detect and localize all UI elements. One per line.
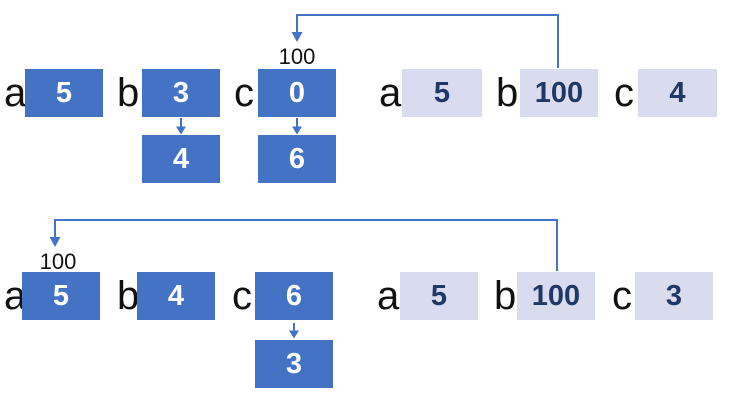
bottom-before-box-b: 4 — [137, 272, 215, 320]
bottom-before-label-b: b — [117, 273, 140, 318]
bottom-temp-value-annotation: 100 — [39, 249, 77, 274]
top-before-box-c-new: 6 — [258, 135, 336, 183]
top-temp-value-annotation: 100 — [278, 44, 316, 69]
top-before-box-a: 5 — [25, 69, 103, 117]
top-before-box-c: 0 — [258, 69, 336, 117]
top-after-label-b: b — [496, 70, 519, 115]
assign-arrow-top-c — [292, 118, 302, 135]
top-before-box-b: 3 — [142, 69, 220, 117]
bottom-after-box-c: 3 — [635, 272, 713, 320]
swap-arrow-bottom — [49, 219, 558, 271]
bottom-before-label-c: c — [232, 273, 252, 318]
swap-arrow-top — [291, 14, 559, 68]
top-after-box-b: 100 — [520, 69, 598, 117]
top-after-label-a: a — [379, 70, 402, 115]
bottom-before-box-c-new: 3 — [255, 340, 333, 388]
top-before-box-b-new: 4 — [142, 135, 220, 183]
top-after-box-a: 5 — [402, 69, 482, 117]
bottom-before-box-c: 6 — [255, 272, 333, 320]
top-after-box-c: 4 — [638, 69, 717, 117]
bottom-before-box-a: 5 — [22, 272, 100, 320]
bottom-after-box-b: 100 — [517, 272, 595, 320]
bottom-before-label-a: a — [4, 273, 27, 318]
top-before-label-c: c — [234, 70, 254, 115]
top-before-label-a: a — [4, 70, 27, 115]
bottom-after-label-b: b — [494, 273, 517, 318]
assign-arrow-top-b — [176, 118, 186, 135]
bottom-after-box-a: 5 — [400, 272, 478, 320]
top-before-label-b: b — [117, 70, 140, 115]
top-after-label-c: c — [614, 70, 634, 115]
assign-arrow-bottom-c — [289, 323, 299, 339]
bottom-after-label-c: c — [612, 273, 632, 318]
bottom-after-label-a: a — [377, 273, 400, 318]
